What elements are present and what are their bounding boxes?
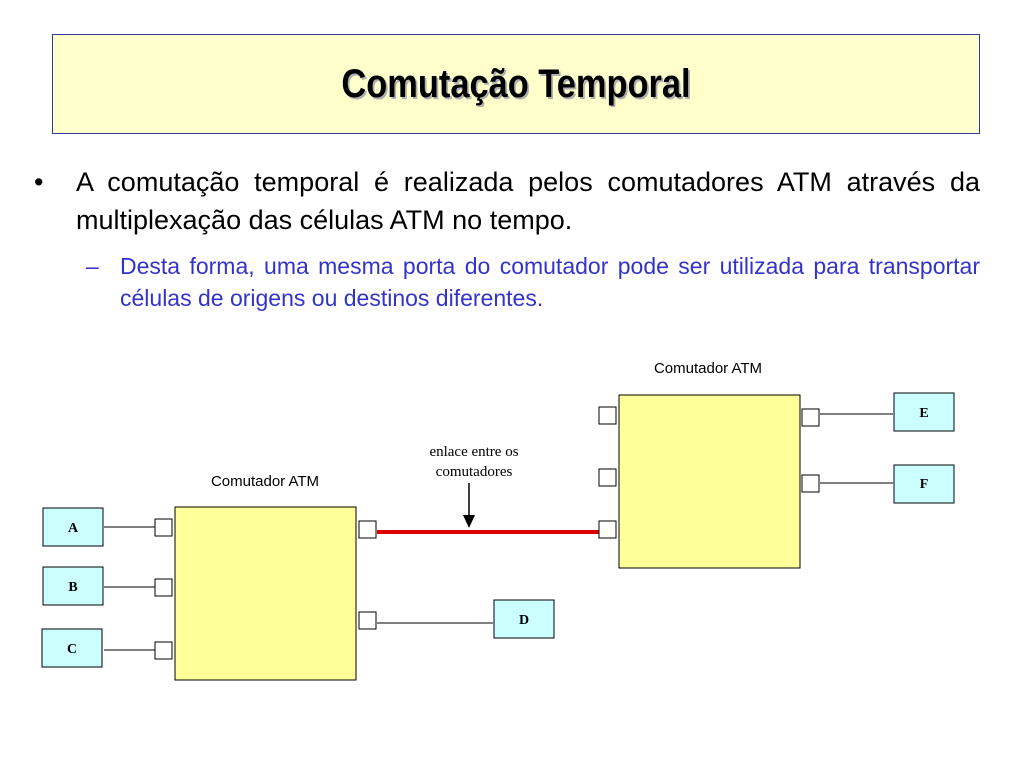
switch-right-port-e xyxy=(801,408,820,427)
node-f xyxy=(893,464,955,504)
title-box: Comutação Temporal xyxy=(52,34,980,134)
link-label-line1: enlace entre os xyxy=(429,444,518,460)
node-e-label: E xyxy=(919,406,928,421)
node-c-label: C xyxy=(67,642,77,657)
node-c xyxy=(41,628,103,668)
switch-right-port-f xyxy=(801,474,820,493)
node-d xyxy=(493,599,555,639)
switch-left-port-d xyxy=(358,611,377,630)
switch-right-port-link xyxy=(598,520,617,539)
switch-left-port-link xyxy=(358,520,377,539)
switch-right xyxy=(618,394,801,569)
node-b-label: B xyxy=(68,580,77,595)
node-a xyxy=(42,507,104,547)
link-arrow-head xyxy=(463,515,475,528)
switch-right-port-2 xyxy=(598,468,617,487)
node-a-label: A xyxy=(68,521,79,536)
switch-left-port-b xyxy=(154,578,173,597)
switch-left-port-a xyxy=(154,518,173,537)
link-label-line2: comutadores xyxy=(436,464,513,480)
switch-left xyxy=(174,506,357,681)
switch-right-label: Comutador ATM xyxy=(654,360,762,377)
sub-bullet-text: Desta forma, uma mesma porta do comutado… xyxy=(120,253,980,311)
node-d-label: D xyxy=(519,613,529,628)
bullet-text: A comutação temporal é realizada pelos c… xyxy=(76,167,980,235)
bullet-marker: • xyxy=(34,167,44,197)
main-bullet: • A comutação temporal é realizada pelos… xyxy=(34,163,980,239)
sub-bullet-marker: – xyxy=(86,253,99,279)
switch-left-label: Comutador ATM xyxy=(211,473,319,490)
switch-left-port-c xyxy=(154,641,173,660)
page-title: Comutação Temporal xyxy=(341,61,691,106)
node-f-label: F xyxy=(920,477,929,492)
node-e xyxy=(893,392,955,432)
node-b xyxy=(42,566,104,606)
sub-bullet: – Desta forma, uma mesma porta do comuta… xyxy=(86,250,980,314)
switch-right-port-1 xyxy=(598,406,617,425)
